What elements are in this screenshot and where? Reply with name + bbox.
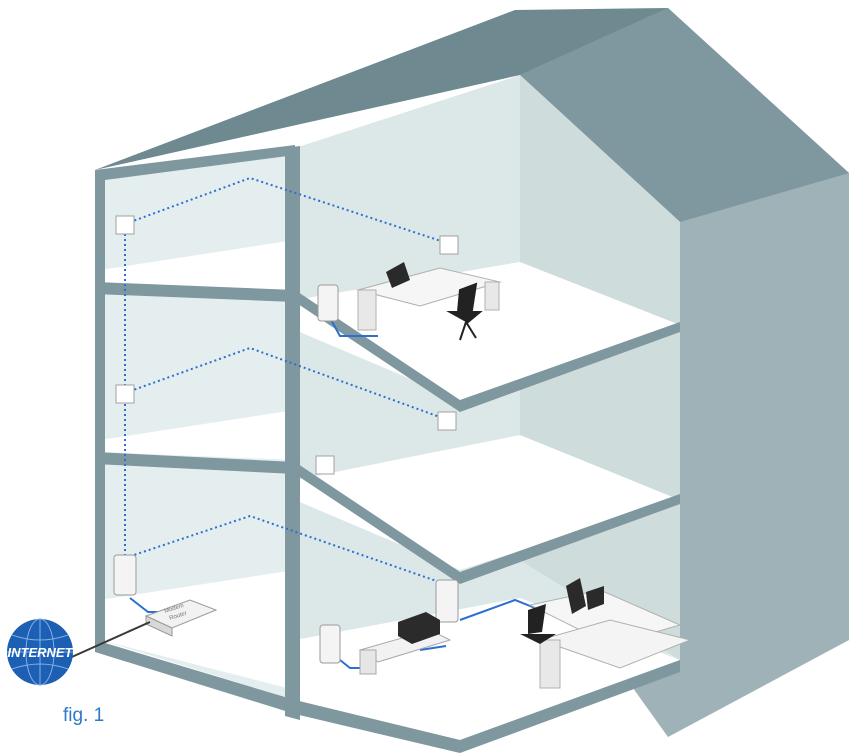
internet-label: INTERNET — [8, 645, 74, 660]
router-label-line2: Router — [169, 611, 188, 622]
socket-icon — [437, 411, 457, 431]
adapter-icon — [435, 579, 459, 623]
socket-icon — [439, 235, 459, 255]
computer-icon — [566, 578, 604, 614]
chair-icon — [446, 282, 483, 341]
adapter-icon — [319, 624, 341, 664]
house-frame — [95, 145, 680, 753]
wall-socket-icons — [115, 215, 459, 475]
floor-mid-left — [100, 410, 295, 460]
desk-top-floor — [356, 262, 502, 341]
printer-table — [358, 612, 452, 675]
floor-top-left — [100, 240, 295, 290]
socket-icon — [115, 215, 135, 235]
floor-ground-left — [100, 570, 295, 690]
internet-globe-icon: INTERNET — [7, 618, 151, 686]
adapter-icon — [113, 554, 137, 596]
chair-icon — [520, 604, 556, 644]
router-label-line1: Modem — [164, 603, 185, 615]
laptop-icon — [386, 262, 410, 288]
roof-front — [95, 8, 668, 170]
printer-icon — [398, 612, 440, 644]
roof-side-face — [520, 8, 849, 222]
router-icon: Modem Router — [144, 599, 218, 637]
figure-caption: fig. 1 — [63, 705, 105, 726]
socket-icon — [115, 384, 135, 404]
desk-ground-floor — [520, 578, 692, 689]
adapter-icon — [317, 284, 339, 322]
powerline-adapter-icons — [113, 284, 459, 664]
socket-icon — [315, 455, 335, 475]
